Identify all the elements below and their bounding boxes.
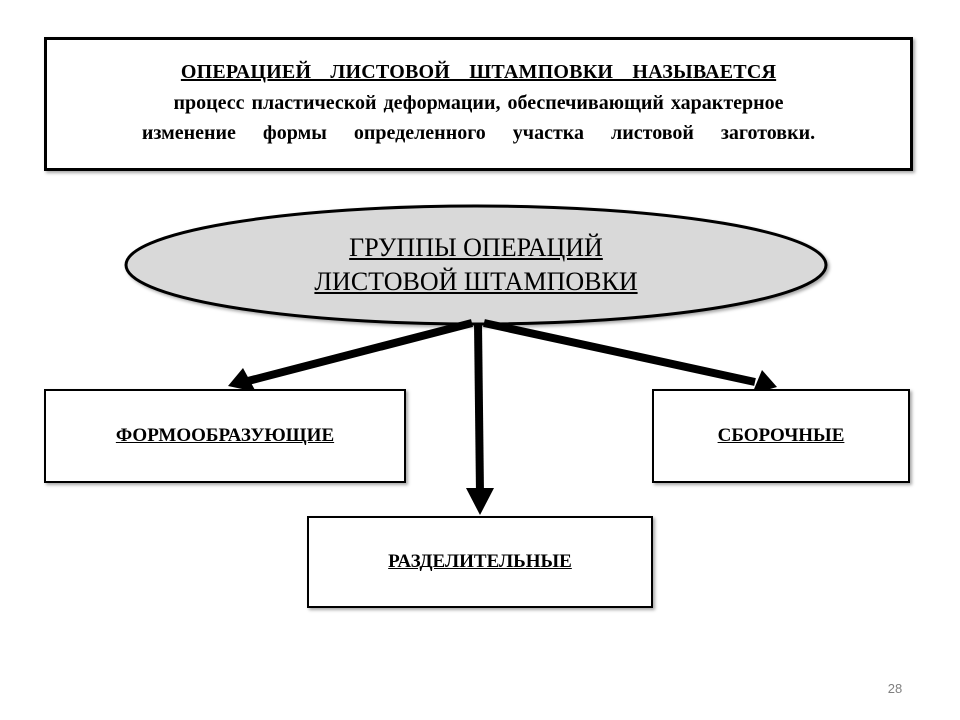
- central-label-line-2: ЛИСТОВОЙ ШТАМПОВКИ: [314, 267, 638, 296]
- arrow-left-head: [228, 368, 256, 392]
- page-number: 28: [887, 681, 903, 696]
- definition-line-2: изменение формы определенного участка ли…: [141, 121, 816, 144]
- group-forming-box: ФОРМООБРАЗУЮЩИЕ: [44, 389, 406, 483]
- definition-title: ОПЕРАЦИЕЙ ЛИСТОВОЙ ШТАМПОВКИ НАЗЫВАЕТСЯ: [180, 60, 777, 83]
- group-separating-box: РАЗДЕЛИТЕЛЬНЫЕ: [307, 516, 653, 608]
- arrow-right-head: [752, 370, 777, 394]
- arrow-left-shaft: [246, 319, 474, 385]
- arrow-center-head: [466, 488, 494, 515]
- central-label: ГРУППЫ ОПЕРАЦИЙ ЛИСТОВОЙ ШТАМПОВКИ: [126, 206, 826, 324]
- group-assembly-box: СБОРОЧНЫЕ: [652, 389, 910, 483]
- arrow-center-shaft: [474, 322, 484, 495]
- arrow-right-shaft: [483, 319, 756, 386]
- group-forming-label: ФОРМООБРАЗУЮЩИЕ: [115, 425, 335, 446]
- group-assembly-label: СБОРОЧНЫЕ: [717, 425, 845, 446]
- definition-box: ОПЕРАЦИЕЙ ЛИСТОВОЙ ШТАМПОВКИ НАЗЫВАЕТСЯ …: [44, 37, 913, 171]
- group-separating-label: РАЗДЕЛИТЕЛЬНЫЕ: [388, 551, 572, 572]
- central-label-line-1: ГРУППЫ ОПЕРАЦИЙ: [349, 233, 603, 262]
- definition-line-1: процесс пластической деформации, обеспеч…: [173, 91, 784, 114]
